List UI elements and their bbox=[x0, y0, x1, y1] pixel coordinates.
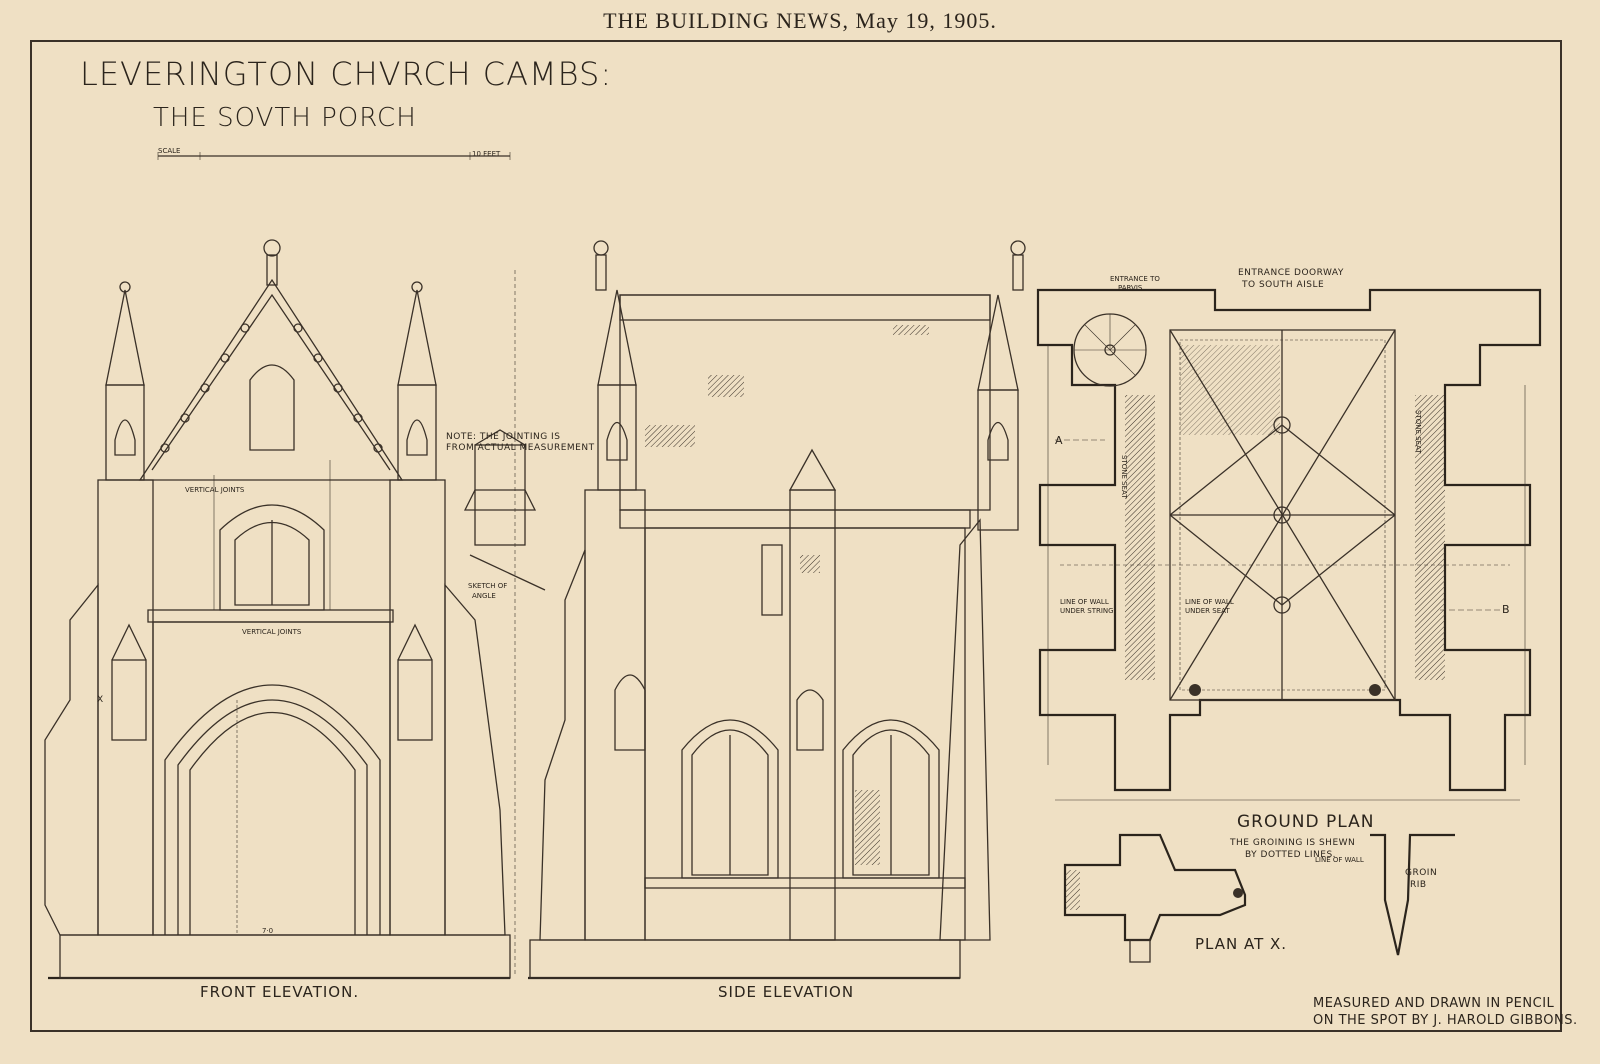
drawing-subtitle: THE SOVTH PORCH bbox=[153, 103, 417, 133]
credit-line-1: MEASURED AND DRAWN IN PENCIL bbox=[1313, 996, 1555, 1011]
line-wall-string-label-2: UNDER STRING bbox=[1060, 607, 1114, 615]
front-elevation bbox=[44, 239, 546, 979]
entrance-doorway-label: ENTRANCE DOORWAY bbox=[1238, 268, 1344, 278]
ground-plan-note-2: BY DOTTED LINES. bbox=[1245, 850, 1337, 860]
vertical-joints-label: VERTICAL JOINTS bbox=[185, 486, 245, 494]
section-mark-b: B bbox=[1502, 603, 1511, 616]
vertical-joints-label-2: VERTICAL JOINTS bbox=[242, 628, 302, 636]
sketch-note-2: ANGLE bbox=[472, 592, 496, 600]
scale-bar bbox=[157, 152, 511, 160]
stone-seat-left-label: STONE SEAT bbox=[1120, 455, 1128, 499]
entrance-parvis-label: ENTRANCE TO bbox=[1110, 275, 1160, 283]
entrance-parvis-label-2: PARVIS bbox=[1118, 284, 1143, 292]
width-dimension: 7·0 bbox=[262, 927, 274, 935]
groin-rib-section bbox=[1370, 833, 1455, 956]
ground-plan-note: THE GROINING IS SHEWN bbox=[1230, 838, 1356, 848]
jointing-note: NOTE: THE JOINTING IS bbox=[446, 432, 561, 442]
sketch-note: SKETCH OF bbox=[468, 582, 508, 590]
drawing-title: LEVERINGTON CHVRCH CAMBS: bbox=[80, 55, 613, 93]
credit-line-2: ON THE SPOT BY J. HAROLD GIBBONS. bbox=[1313, 1013, 1578, 1028]
side-elevation bbox=[529, 240, 1026, 979]
plan-at-x-label: PLAN AT X. bbox=[1195, 935, 1288, 953]
ground-plan-title: GROUND PLAN bbox=[1237, 812, 1375, 832]
ground-plan-drawing bbox=[1036, 288, 1542, 801]
stone-seat-right-label: STONE SEAT bbox=[1414, 410, 1422, 454]
line-wall-seat-label: LINE OF WALL bbox=[1185, 598, 1234, 606]
entrance-doorway-label-2: TO SOUTH AISLE bbox=[1242, 280, 1325, 290]
plan-at-x-drawing bbox=[1063, 833, 1247, 963]
line-wall-string-label: LINE OF WALL bbox=[1060, 598, 1109, 606]
front-elevation-caption: FRONT ELEVATION. bbox=[200, 983, 360, 1001]
line-wall-seat-label-2: UNDER SEAT bbox=[1185, 607, 1230, 615]
side-elevation-caption: SIDE ELEVATION bbox=[718, 983, 855, 1001]
scale-label: SCALE bbox=[158, 147, 181, 155]
masthead: THE BUILDING NEWS, May 19, 1905. bbox=[603, 8, 997, 33]
rib-label: RIB bbox=[1410, 880, 1427, 890]
drawing-frame bbox=[30, 40, 1562, 1032]
scale-end-label: 10 FEET bbox=[472, 150, 501, 158]
line-of-wall-label: LINE OF WALL bbox=[1315, 856, 1364, 864]
groin-label: GROIN bbox=[1405, 868, 1438, 878]
jointing-note-2: FROM ACTUAL MEASUREMENT bbox=[446, 443, 595, 453]
mark-x: X bbox=[97, 695, 104, 705]
section-mark-a: A bbox=[1055, 434, 1064, 447]
